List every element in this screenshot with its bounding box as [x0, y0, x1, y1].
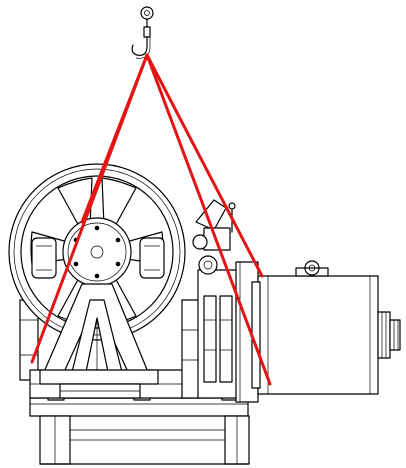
brake-assembly — [192, 199, 259, 403]
lifting-slings — [30, 53, 272, 386]
electric-motor — [251, 267, 379, 395]
encoder — [377, 311, 401, 359]
motor-eyebolt — [304, 260, 320, 276]
support-frame — [39, 283, 159, 399]
base-frame — [29, 393, 250, 465]
lifting-eye — [140, 6, 154, 28]
